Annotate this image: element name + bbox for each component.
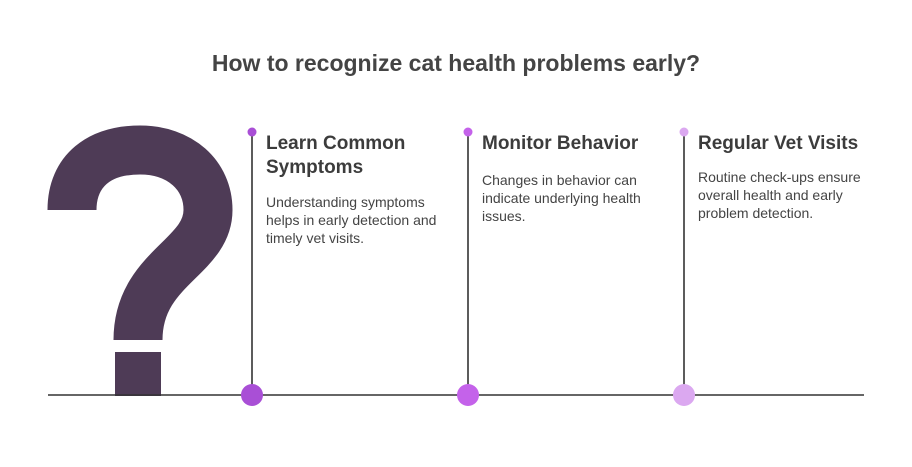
step-2-description: Changes in behavior can indicate underly… [482,172,641,224]
step-3-title: Regular Vet Visits [698,133,859,154]
step-3-top-dot [679,127,689,137]
step-3-description: Routine check-ups ensure overall health … [698,169,861,221]
step-3-base-dot [673,384,695,406]
step-2-marker [457,127,479,406]
step-1-base-dot [241,384,263,406]
step-1-marker [241,127,263,406]
step-3-marker [673,127,695,406]
step-2-base-dot [457,384,479,406]
step-1-top-dot [247,127,257,137]
question-mark-icon [47,125,233,396]
page-title: How to recognize cat health problems ear… [211,50,701,76]
step-1-title: Learn Common Symptoms [266,133,406,178]
step-2-top-dot [463,127,473,137]
step-2-title: Monitor Behavior [482,133,639,154]
step-1-description: Understanding symptoms helps in early de… [266,194,437,246]
